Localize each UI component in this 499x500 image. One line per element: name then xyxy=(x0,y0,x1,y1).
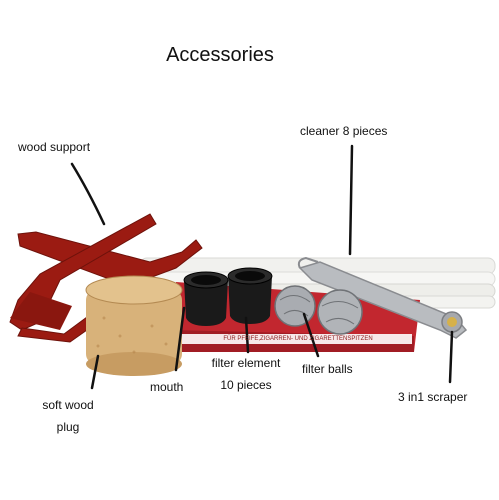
pointer-filter-balls xyxy=(302,312,320,358)
pointer-cork xyxy=(90,354,100,390)
label-filter-balls: filter balls xyxy=(302,362,353,376)
pointer-scraper xyxy=(448,330,454,384)
pointer-filter-element xyxy=(244,316,250,354)
filter-elements xyxy=(183,267,273,326)
label-scraper: 3 in1 scraper xyxy=(398,390,468,404)
page-title: Accessories xyxy=(166,44,274,66)
wood-support xyxy=(9,213,203,343)
pointer-lines xyxy=(70,144,454,390)
pointer-wood-support xyxy=(70,162,106,226)
scraper xyxy=(297,256,468,339)
label-filter-element-line1: filter element xyxy=(211,356,281,370)
pointer-cleaner xyxy=(348,144,354,256)
box-print-text: FÜR PFEIFE,ZIGARREN- UND ZIGARETTENSPITZ… xyxy=(223,336,373,342)
label-soft-wood-plug-line2: plug xyxy=(56,420,80,434)
cork-plug xyxy=(85,275,183,376)
label-cleaner: cleaner 8 pieces xyxy=(300,124,388,138)
label-soft-wood-plug-line1: soft wood xyxy=(42,398,94,412)
label-wood-support: wood support xyxy=(18,140,91,154)
pointer-mouth xyxy=(174,306,186,372)
label-mouth: mouth xyxy=(150,380,184,394)
label-filter-element-line2: 10 pieces xyxy=(220,378,272,392)
